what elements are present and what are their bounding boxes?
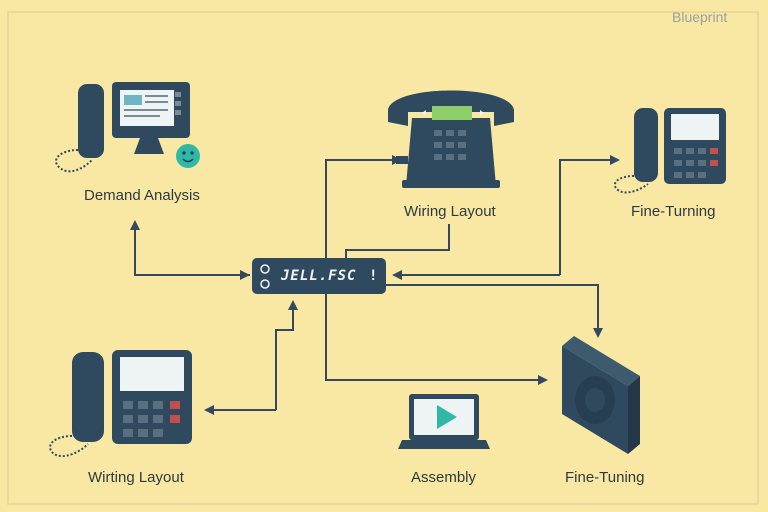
smiley-icon [176, 144, 200, 168]
desk-phone-icon [613, 108, 726, 194]
blueprint-tag: Blueprint [672, 9, 728, 25]
connector-hub-to-top-phone [325, 155, 402, 278]
connector-hub-to-demand-analysis [130, 220, 250, 276]
speaker-box-icon [562, 336, 640, 454]
connector-hub-to-assembly [325, 294, 548, 385]
label-demand-analysis: Demand Analysis [84, 187, 200, 204]
label-assembly: Assembly [411, 469, 477, 486]
hub-label: JELL.FSC [281, 268, 357, 284]
laptop-play-icon [398, 394, 490, 449]
desk-phone-icon [49, 350, 192, 458]
frame-border [7, 11, 759, 505]
label-fine-turning: Fine-Turning [631, 203, 716, 220]
label-wirting-layout: Wirting Layout [88, 469, 184, 486]
hub-status: ! [369, 268, 378, 284]
connector-wirting-layout-to-hub [275, 300, 298, 410]
connector-to-fine-turning-phone [559, 155, 620, 275]
connectors [130, 155, 620, 415]
label-fine-tuning: Fine-Tuning [565, 469, 645, 486]
connector-wiring-layout-to-hub [345, 224, 450, 262]
label-wiring-layout: Wiring Layout [404, 203, 496, 220]
desk-phone-icon [388, 90, 514, 188]
router-hub-icon [252, 258, 386, 294]
desk-phone-monitor-icon [55, 82, 190, 173]
connector-hub-to-speaker [384, 284, 603, 338]
